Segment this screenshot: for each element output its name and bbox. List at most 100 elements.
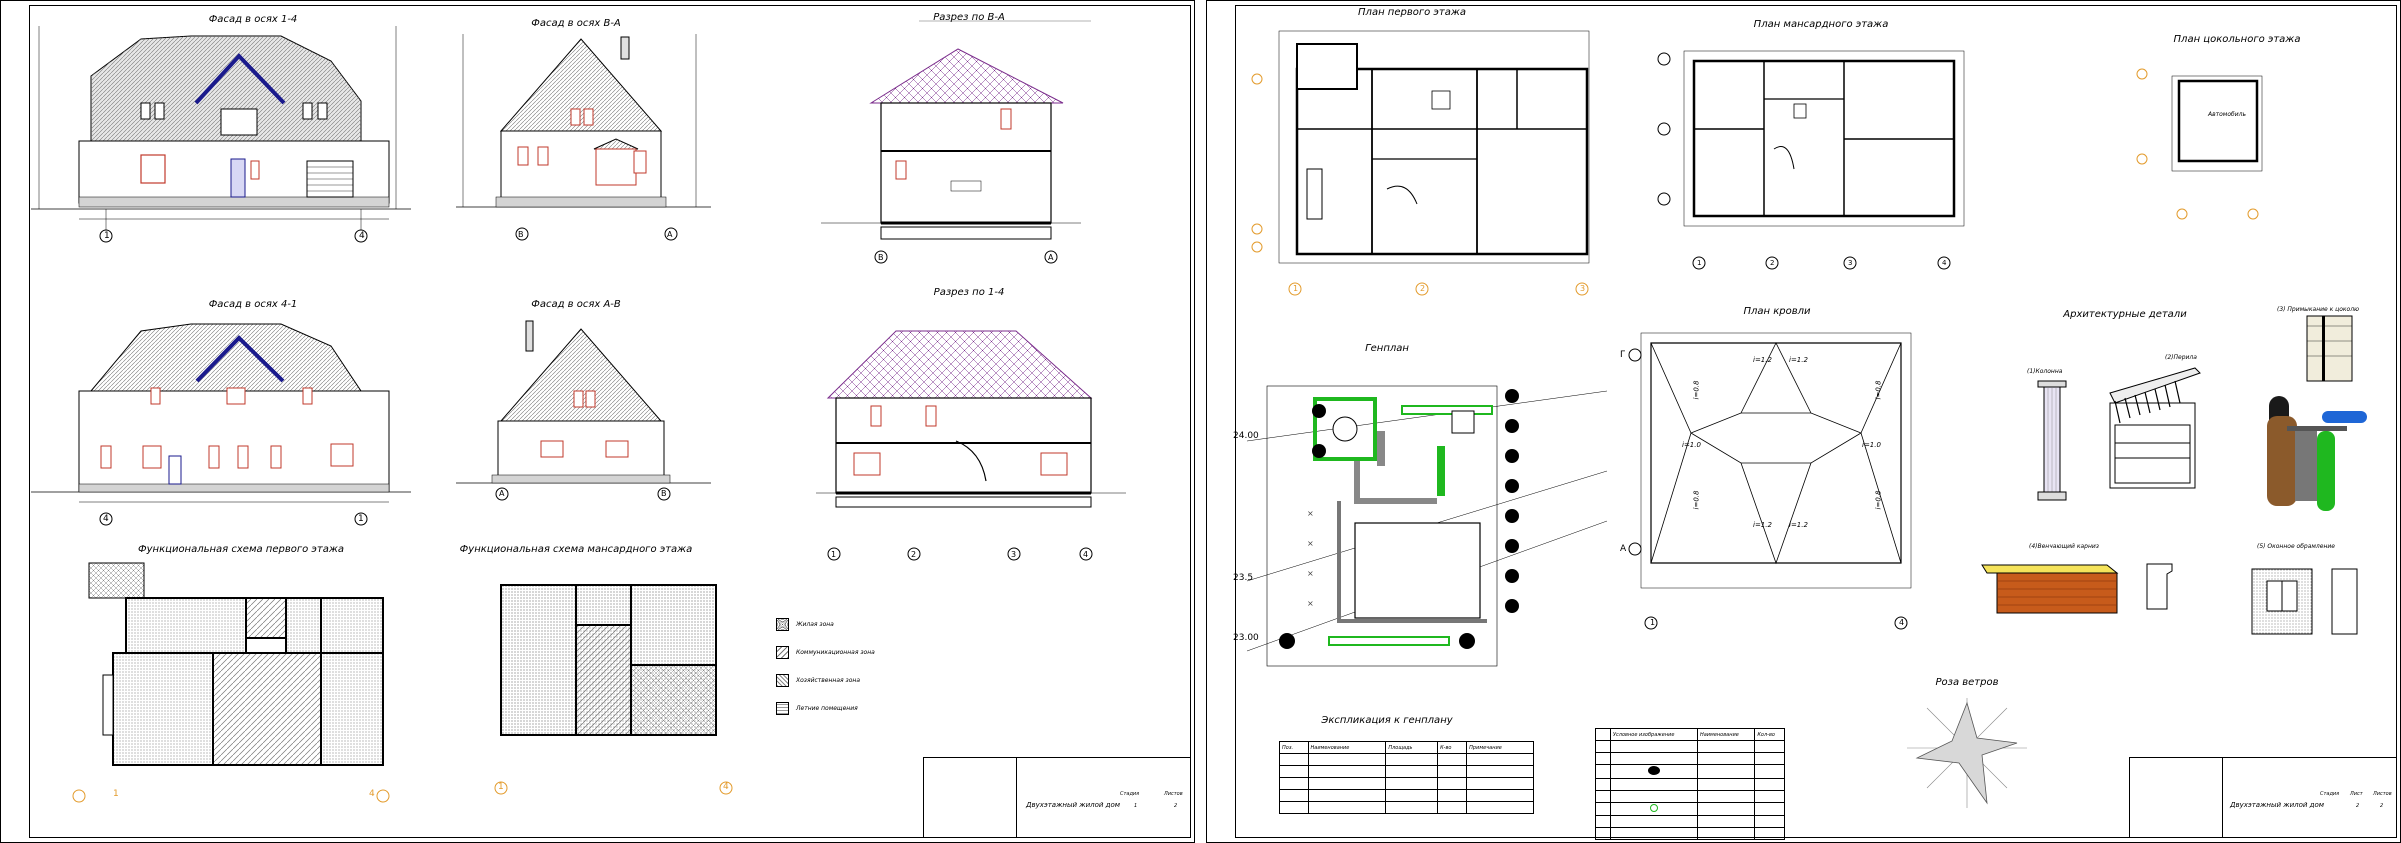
legend-summer: Летние помещения bbox=[776, 702, 858, 715]
roof-plan-drawing bbox=[1628, 332, 1912, 630]
right-stamp-name: Двухэтажный жилой дом bbox=[2230, 801, 2325, 809]
arch-detail-window: (5) Оконное обрамление bbox=[2257, 543, 2335, 550]
table-row bbox=[1595, 827, 1785, 840]
roof-slope-8: i=1.2 bbox=[1789, 521, 1808, 529]
svg-text:×: × bbox=[1307, 509, 1314, 518]
left-title-block: Двухэтажный жилой дом Стадия Листов 1 2 bbox=[923, 757, 1191, 838]
roof-slope-4: i=1.0 bbox=[1682, 441, 1701, 449]
explication-header-area: Площадь bbox=[1385, 741, 1439, 754]
title-facade-a-v: Фасад в осях А-В bbox=[531, 299, 621, 310]
plinth-drawing bbox=[2267, 315, 2367, 511]
roof-slope-5: i=1.0 bbox=[1862, 441, 1881, 449]
table-row bbox=[1279, 765, 1534, 778]
plan-first-axis-3: 3 bbox=[1580, 284, 1586, 293]
title-plan-attic: План мансардного этажа bbox=[1753, 19, 1889, 30]
facade-v-a-drawing bbox=[456, 34, 711, 241]
arch-detail-railing: (2)Перила bbox=[2165, 354, 2197, 361]
legend-label: Коммуникационная зона bbox=[796, 649, 875, 656]
facade-1-4-axis-left: 1 bbox=[104, 231, 110, 241]
left-stamp-sheets-label: Листов bbox=[1164, 791, 1183, 797]
facade-v-a-axis-left: В bbox=[518, 230, 524, 239]
explication-header-note: Примечание bbox=[1466, 741, 1534, 754]
legend-swatch-summer bbox=[776, 702, 789, 715]
facade-1-4-axis-right: 4 bbox=[359, 231, 365, 241]
plan-attic-axis-1: 1 bbox=[1697, 259, 1702, 267]
arch-detail-plinth: (3) Примыкание к цоколю bbox=[2277, 306, 2360, 313]
legend-label: Хозяйственная зона bbox=[796, 677, 861, 684]
roof-axis-1: 1 bbox=[1650, 618, 1656, 627]
arch-detail-column: (1)Колонна bbox=[2027, 368, 2063, 375]
right-stamp-sheet-value: 2 bbox=[2356, 803, 2360, 809]
explication-header-pos: Поз. bbox=[1279, 741, 1309, 754]
symbols-table: Условное изображение Наименование Кол-во bbox=[1595, 728, 1785, 840]
left-frame bbox=[29, 5, 1191, 838]
legend-swatch-communication bbox=[776, 646, 789, 659]
title-facade-4-1: Фасад в осях 4-1 bbox=[208, 299, 298, 310]
symbols-header-image: Условное изображение bbox=[1610, 728, 1698, 741]
explication-header-name: Наименование bbox=[1307, 741, 1387, 754]
facade-1-4-drawing bbox=[31, 26, 411, 243]
title-wind-rose: Роза ветров bbox=[1935, 677, 1999, 688]
facade-4-1-axis-left: 4 bbox=[103, 514, 109, 524]
roof-slope-3: i=0.8 bbox=[1692, 380, 1701, 400]
facade-4-1-drawing bbox=[31, 323, 411, 526]
table-row bbox=[1595, 802, 1785, 816]
title-arch-details: Архитектурные детали bbox=[2063, 309, 2187, 320]
legend-living: Жилая зона bbox=[776, 618, 834, 631]
plan-attic-axis-2: 2 bbox=[1770, 259, 1775, 267]
roof-axis-a: А bbox=[1620, 544, 1627, 554]
left-stamp-stage-value: 1 bbox=[1134, 803, 1138, 809]
title-section-1-4: Разрез по 1-4 bbox=[933, 287, 1005, 298]
facade-a-v-axis-left: А bbox=[499, 489, 505, 498]
section-1-4-axis-1: 1 bbox=[831, 550, 837, 559]
right-frame bbox=[1235, 5, 2397, 838]
roof-slope-6: i=0.8 bbox=[1874, 380, 1883, 400]
table-row bbox=[1595, 815, 1785, 828]
table-row bbox=[1595, 740, 1785, 753]
table-row bbox=[1595, 752, 1785, 765]
title-func-attic: Функциональная схема мансардного этажа bbox=[459, 544, 693, 555]
func-attic-axis-right: 4 bbox=[723, 782, 729, 792]
svg-text:×: × bbox=[1307, 539, 1314, 548]
roof-slope-9: i=0.8 bbox=[1692, 490, 1701, 510]
right-stamp-sheet-label: Лист bbox=[2350, 791, 2363, 797]
facade-a-v-axis-right: В bbox=[661, 489, 667, 498]
cornice-drawing bbox=[1981, 564, 2119, 614]
column-drawing bbox=[2037, 380, 2067, 501]
plan-attic-axis-3: 3 bbox=[1848, 259, 1853, 267]
table-row bbox=[1279, 777, 1534, 790]
svg-text:×: × bbox=[1307, 569, 1314, 578]
title-section-v-a: Разрез по В-А bbox=[933, 12, 1005, 23]
table-row bbox=[1595, 778, 1785, 791]
arch-detail-cornice: (4)Венчающий карниз bbox=[2029, 543, 2099, 550]
symbols-header-count: Кол-во bbox=[1754, 728, 1785, 741]
roof-slope-10: i=0.8 bbox=[1874, 490, 1883, 510]
right-stamp-sheets-value: 2 bbox=[2380, 803, 2384, 809]
plan-first-axis-1: 1 bbox=[1293, 284, 1299, 293]
left-stamp-name: Двухэтажный жилой дом bbox=[1026, 801, 1121, 809]
plan-basement-room: Автомобиль bbox=[2208, 111, 2246, 118]
roof-axis-4: 4 bbox=[1899, 618, 1905, 627]
func-attic-axis-left: 1 bbox=[498, 782, 504, 792]
table-row bbox=[1279, 801, 1534, 814]
plan-basement-drawing bbox=[2136, 68, 2263, 220]
plan-attic-axis-4: 4 bbox=[1942, 259, 1947, 267]
section-1-4-drawing bbox=[816, 330, 1126, 561]
explication-table: Поз. Наименование Площадь К-во Примечани… bbox=[1279, 741, 1534, 814]
legend-label: Летние помещения bbox=[796, 705, 858, 712]
func-first-drawing bbox=[72, 562, 390, 803]
func-first-axis-right: 4 bbox=[369, 789, 375, 799]
legend-communication: Коммуникационная зона bbox=[776, 646, 875, 659]
title-roof-plan: План кровли bbox=[1743, 306, 1811, 317]
genplan-drawing: × × × × bbox=[1246, 385, 1608, 667]
legend-swatch-living bbox=[776, 618, 789, 631]
genplan-level-2: 23.5 bbox=[1233, 573, 1254, 583]
facade-a-v-drawing bbox=[456, 320, 711, 501]
legend-household: Хозяйственная зона bbox=[776, 674, 860, 687]
section-v-a-axis-right: А bbox=[1048, 253, 1054, 262]
roof-slope-2: i=1.2 bbox=[1789, 356, 1808, 364]
plan-attic-drawing bbox=[1657, 50, 1965, 270]
func-first-axis-left: 1 bbox=[113, 789, 119, 799]
table-row bbox=[1595, 790, 1785, 803]
legend-label: Жилая зона bbox=[796, 621, 834, 628]
